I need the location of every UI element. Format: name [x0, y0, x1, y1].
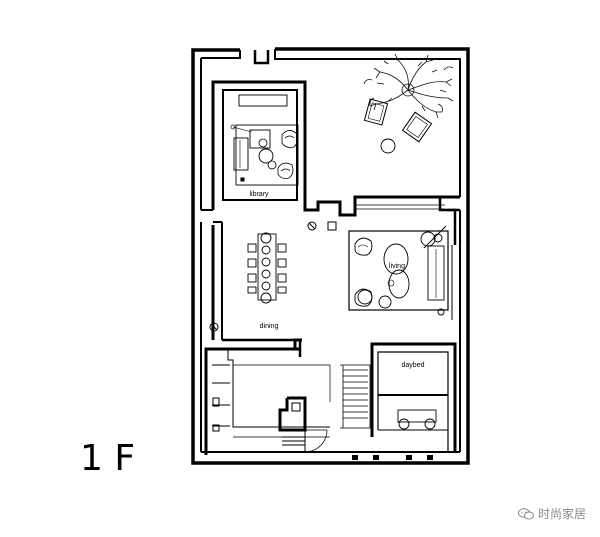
courtyard-chairs	[363, 98, 433, 154]
column-markers	[209, 221, 337, 332]
living-set	[348, 225, 449, 316]
daybed-furniture	[397, 409, 437, 430]
watermark-text: 时尚家居	[537, 507, 586, 521]
lower-walls	[204, 338, 457, 455]
library-walls	[211, 80, 460, 340]
kitchen-area	[212, 350, 331, 438]
facade-marks	[352, 455, 433, 460]
room-label-dining: dining	[260, 323, 279, 330]
room-label-library: library	[249, 191, 269, 198]
library-frame	[222, 89, 299, 201]
outer-walls	[191, 47, 470, 465]
room-label-daybed: daybed	[402, 362, 425, 369]
watermark: 时尚家居	[517, 505, 586, 522]
entry-closet	[278, 396, 328, 453]
room-label-living: living	[389, 263, 405, 270]
stair	[340, 364, 371, 429]
wechat-icon	[517, 507, 534, 519]
courtyard-tree	[363, 53, 454, 119]
floor-label: 1 F	[80, 438, 135, 479]
library-chairs	[277, 130, 298, 179]
dining-set	[247, 232, 287, 304]
